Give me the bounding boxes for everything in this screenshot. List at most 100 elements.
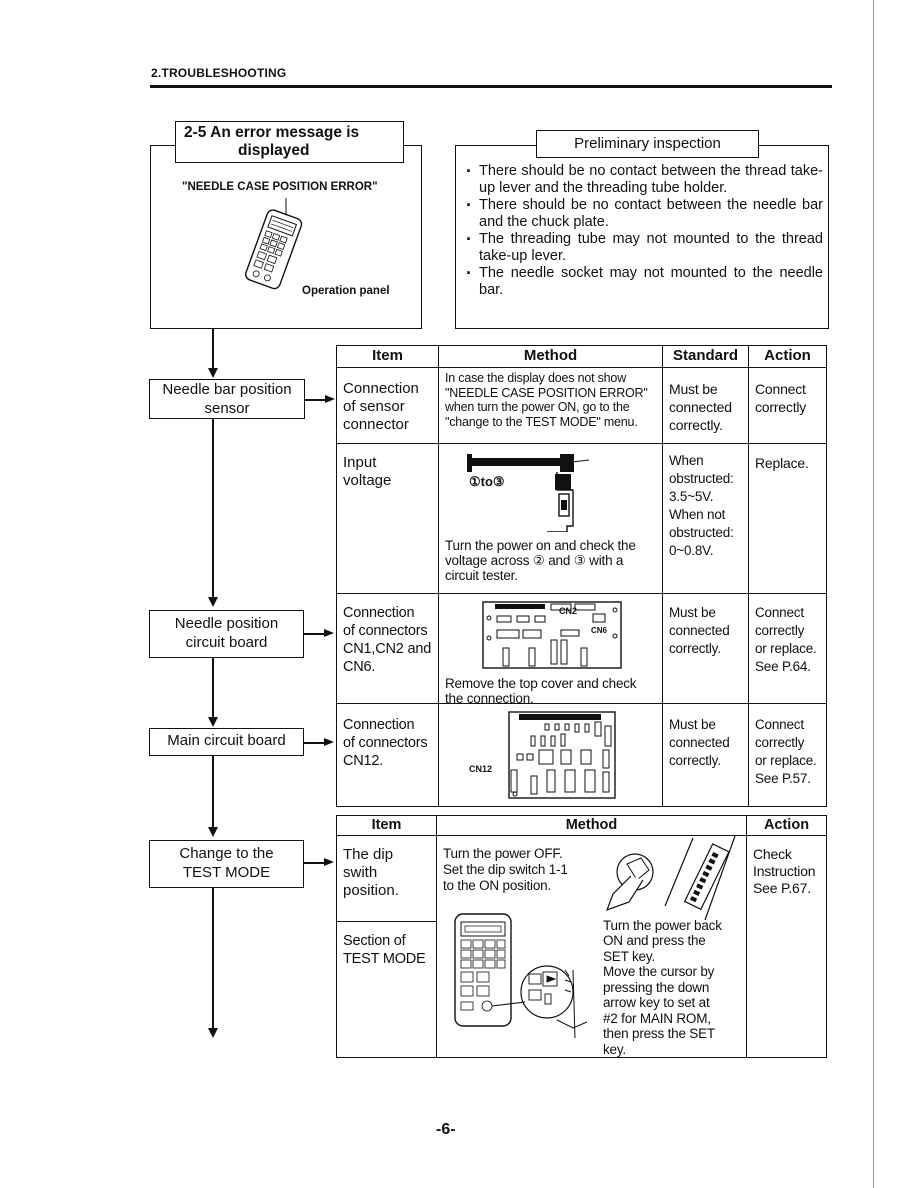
- method-text: Turn the power on and check the voltage …: [445, 538, 636, 583]
- sensor-connector-illustration: [467, 454, 590, 532]
- inspection-table: Item Method Standard Action Connection o…: [336, 345, 827, 807]
- test-mode-panel-illustration: [454, 912, 588, 1038]
- pin-range-label: ①to③: [469, 474, 505, 489]
- method-cell: CN12: [438, 703, 663, 807]
- col-header-action: Action: [748, 345, 827, 368]
- table-row: Connection of connectors CN12.: [336, 703, 827, 807]
- method-line: Turn the power back: [603, 917, 722, 933]
- table-row: Section of TEST MODE: [336, 912, 827, 1058]
- action-line: Connect: [755, 381, 806, 397]
- flow-arrow: [208, 597, 218, 607]
- item-line: Section of: [343, 933, 406, 949]
- flow-arrow-right: [324, 738, 334, 746]
- header-rule: [150, 85, 832, 88]
- table-row: Connection of connectors CN1,CN2 and CN6…: [336, 593, 827, 706]
- error-message-text: "NEEDLE CASE POSITION ERROR": [182, 181, 378, 193]
- item-line: voltage: [343, 472, 392, 489]
- table-row: The dip swith position. Turn the power O…: [336, 835, 827, 1058]
- section-header: 2.TROUBLESHOOTING: [151, 66, 287, 80]
- flow-line: [212, 658, 214, 718]
- col-header-method: Method: [438, 345, 663, 368]
- method-line: #2 for MAIN ROM,: [603, 1010, 711, 1026]
- item-line: TEST MODE: [343, 951, 426, 967]
- col-header-action: Action: [746, 815, 827, 836]
- item-line: CN6.: [343, 659, 376, 675]
- item-line: of connectors: [343, 735, 428, 751]
- dip-switch-illustration: [605, 836, 736, 920]
- flow-arrow-right: [325, 395, 335, 403]
- table-row: Connection of sensor connector In case t…: [336, 367, 827, 444]
- standard-cell: When obstructed: 3.5~5V. When not obstru…: [662, 443, 749, 594]
- item-cell: Connection of sensor connector: [336, 367, 439, 444]
- method-cell: ①to③ Turn the power on and check the vol…: [438, 443, 663, 594]
- standard-line: correctly.: [669, 641, 721, 656]
- action-line: or replace.: [755, 641, 817, 656]
- method-line: arrow key to set at: [603, 995, 710, 1010]
- flow-line: [212, 888, 214, 1028]
- item-line: Connection: [343, 380, 419, 397]
- flow-step-line: Needle position: [174, 615, 279, 632]
- preliminary-item: The threading tube may not mounted to th…: [463, 231, 823, 265]
- table-row: Input voltage ①to③ Turn the power on and…: [336, 443, 827, 594]
- error-title-line1: 2-5 An error message is: [184, 124, 360, 141]
- action-line: Check: [753, 846, 792, 862]
- action-line: correctly: [755, 735, 805, 750]
- test-mode-table: Item Method Action The dip swith positio…: [336, 815, 827, 1058]
- col-header-item: Item: [336, 345, 439, 368]
- item-line: Input: [343, 454, 377, 471]
- flow-step-line: Change to the: [179, 845, 274, 862]
- page-number: -6-: [436, 1121, 456, 1138]
- flow-line: [212, 419, 214, 597]
- preliminary-item: There should be no contact between the t…: [463, 163, 823, 197]
- preliminary-list: There should be no contact between the t…: [463, 163, 823, 299]
- standard-line: Must be: [669, 717, 716, 732]
- flow-arrow: [208, 717, 218, 727]
- method-text: In case the display does not show "NEEDL…: [445, 371, 648, 429]
- standard-cell: Must be connected correctly.: [662, 367, 749, 444]
- item-line: of connectors: [343, 623, 428, 639]
- standard-line: correctly.: [669, 417, 723, 433]
- standard-line: 0~0.8V.: [669, 543, 714, 558]
- action-line: Connect: [755, 605, 804, 620]
- preliminary-item: There should be no contact between the n…: [463, 197, 823, 231]
- action-cell: Replace.: [748, 443, 827, 594]
- action-line: See P.57.: [755, 771, 811, 786]
- flow-step-line: Main circuit board: [167, 732, 286, 749]
- preliminary-title: Preliminary inspection: [574, 135, 721, 152]
- action-cell: Connect correctly or replace. See P.64.: [748, 593, 827, 704]
- standard-line: connected: [669, 399, 732, 415]
- flow-step-needle-position-board: Needle position circuit board: [149, 610, 304, 658]
- flow-step-needle-bar-sensor: Needle bar position sensor: [149, 379, 305, 419]
- page-edge-line: [873, 0, 874, 1188]
- flow-arrow: [208, 368, 218, 378]
- method-line: Turn the power OFF.: [443, 846, 563, 861]
- flow-connector: [304, 742, 326, 744]
- flow-step-line: TEST MODE: [182, 864, 271, 881]
- action-line: Instruction: [753, 863, 816, 879]
- cn2-label: CN2: [559, 606, 578, 616]
- item-cell: Connection of connectors CN1,CN2 and CN6…: [336, 593, 439, 704]
- col-header-method: Method: [436, 815, 747, 836]
- item-line: Connection: [343, 605, 415, 621]
- method-line: Set the dip switch 1-1: [443, 862, 568, 877]
- item-line: position.: [343, 882, 399, 899]
- flow-arrow-right: [324, 629, 334, 637]
- item-cell: Connection of connectors CN12.: [336, 703, 439, 807]
- standard-line: obstructed:: [669, 471, 734, 486]
- flow-arrow: [208, 827, 218, 837]
- method-line: Move the cursor by: [603, 964, 715, 979]
- method-cell: In case the display does not show "NEEDL…: [438, 367, 663, 444]
- action-line: correctly: [755, 623, 805, 638]
- error-title-box: 2-5 An error message is displayed: [175, 121, 404, 163]
- standard-line: When not: [669, 507, 726, 522]
- flow-step-line: circuit board: [185, 634, 268, 651]
- preliminary-title-box: Preliminary inspection: [536, 130, 759, 158]
- method-line: key.: [603, 1041, 626, 1057]
- flow-connector: [304, 862, 326, 864]
- item-line: CN1,CN2 and: [343, 641, 432, 657]
- main-board-illustration: [508, 711, 616, 799]
- cn6-label: CN6: [591, 626, 608, 635]
- action-line: or replace.: [755, 753, 817, 768]
- operation-panel-label: Operation panel: [302, 285, 390, 297]
- method-line: then press the SET: [603, 1026, 715, 1041]
